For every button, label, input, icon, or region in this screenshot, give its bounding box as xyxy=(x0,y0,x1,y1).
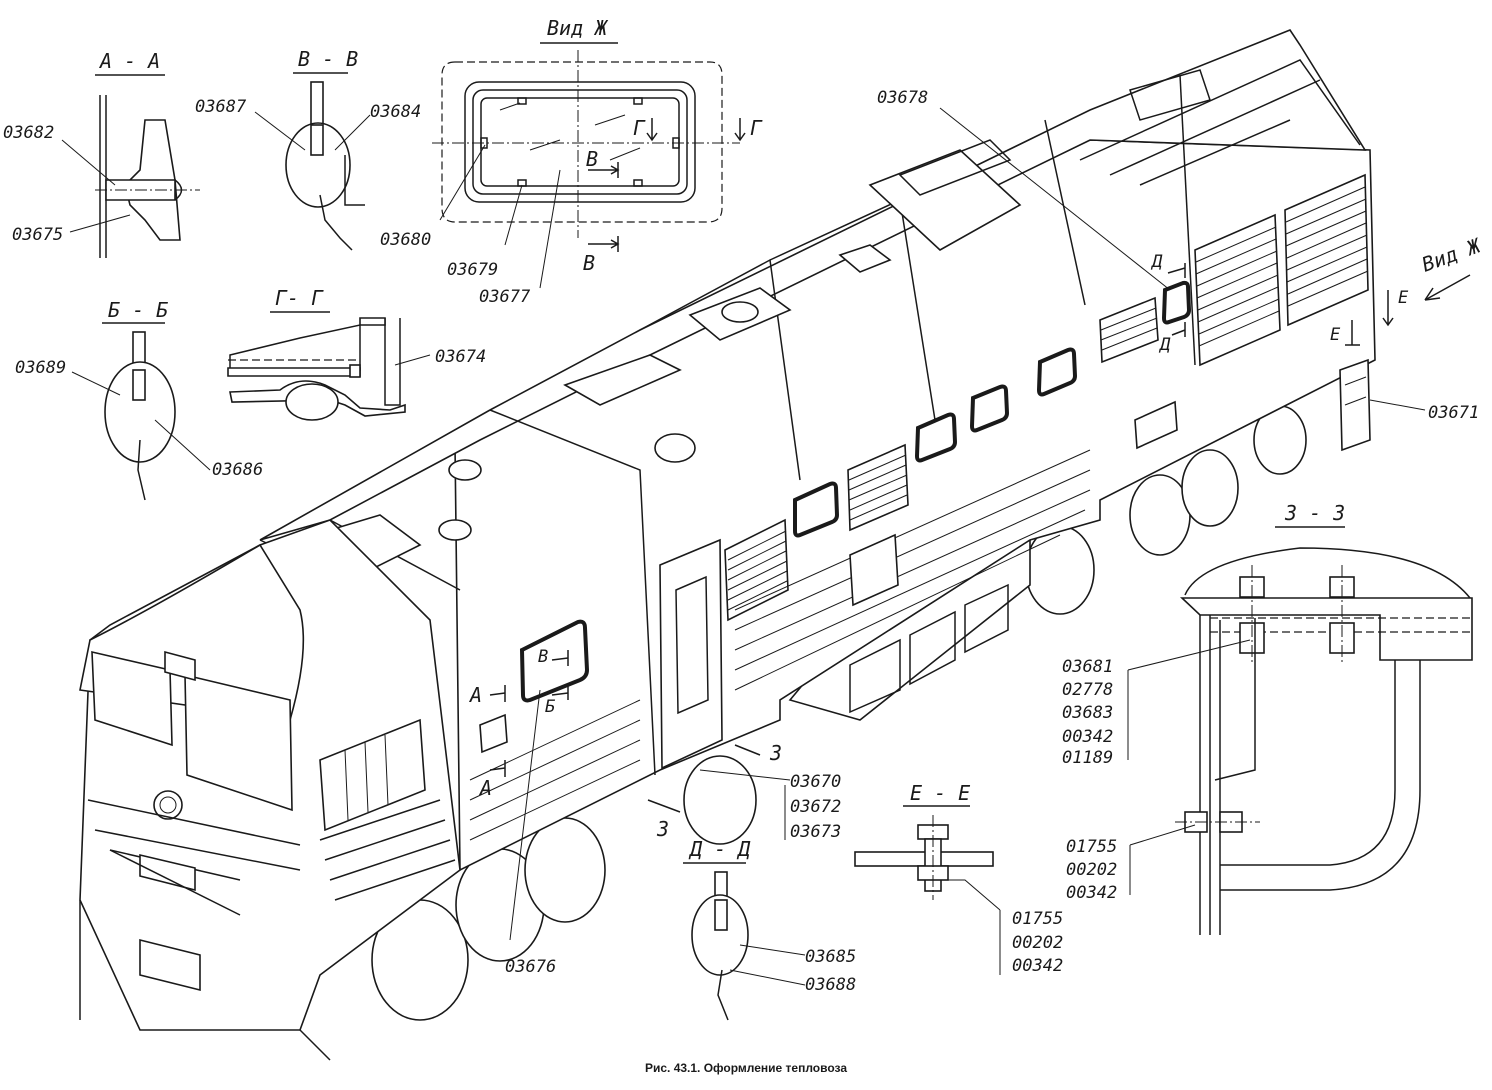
locomotive xyxy=(79,29,1376,1061)
label-03677: 03677 xyxy=(479,287,531,307)
label-zz-b2: 00202 xyxy=(1066,860,1117,880)
label-03671: 03671 xyxy=(1428,403,1479,423)
marker-d-bottom: Д xyxy=(1158,335,1171,355)
label-zz-a5: 01189 xyxy=(1062,748,1113,768)
section-bb-title: Б - Б xyxy=(108,298,168,322)
label-03682: 03682 xyxy=(3,123,54,143)
section-zz: З - З xyxy=(1175,501,1473,935)
label-03680: 03680 xyxy=(380,230,431,250)
view-arrow-label: Вид Ж xyxy=(1419,233,1486,277)
label-ee-3: 00342 xyxy=(1012,956,1063,976)
label-ee-2: 00202 xyxy=(1012,933,1063,953)
label-03679: 03679 xyxy=(447,260,498,280)
label-03670: 03670 xyxy=(790,772,841,792)
side-windows xyxy=(519,280,1192,703)
marker-z-left: З xyxy=(656,817,669,841)
marker-z-right: З xyxy=(769,741,782,765)
label-03686: 03686 xyxy=(212,460,263,480)
section-gg: Г- Г xyxy=(227,286,406,421)
label-zz-a4: 00342 xyxy=(1062,727,1113,747)
leaders xyxy=(61,107,1426,986)
marker-a-top: А xyxy=(468,683,482,707)
section-aa: А - А xyxy=(95,49,200,258)
section-dd-title: Д - Д xyxy=(688,837,751,861)
view-marker-v1: В xyxy=(586,147,598,171)
louvres xyxy=(724,173,1369,622)
bogies xyxy=(371,405,1307,1021)
label-03688: 03688 xyxy=(805,975,856,995)
label-03685: 03685 xyxy=(805,947,856,967)
marker-e: Е xyxy=(1330,325,1341,345)
section-vv: В - В xyxy=(285,47,365,251)
label-zz-a1: 03681 xyxy=(1062,657,1113,677)
view-marker-g2: Г xyxy=(750,116,763,140)
label-03676: 03676 xyxy=(505,957,556,977)
label-zz-b3: 00342 xyxy=(1066,883,1117,903)
view-zh-title: Вид Ж xyxy=(547,16,609,40)
marker-d-top: Д xyxy=(1150,252,1163,272)
label-03673: 03673 xyxy=(790,822,841,842)
section-ee: Е - Е xyxy=(854,781,994,900)
label-03687: 03687 xyxy=(195,97,247,117)
label-zz-b1: 01755 xyxy=(1066,837,1117,857)
label-ee-1: 01755 xyxy=(1012,909,1063,929)
view-marker-v2: В xyxy=(583,251,595,275)
label-03674: 03674 xyxy=(435,347,486,367)
section-vv-title: В - В xyxy=(298,47,358,71)
section-aa-title: А - А xyxy=(98,49,160,73)
marker-a-bottom: А xyxy=(478,776,492,800)
view-marker-g1: Г xyxy=(633,116,646,140)
rear-step xyxy=(1339,358,1371,452)
label-03689: 03689 xyxy=(15,358,66,378)
view-zh: Вид Ж Г Г В В xyxy=(432,16,763,275)
figure-caption: Рис. 43.1. Оформление тепловоза xyxy=(645,1061,847,1075)
label-03678: 03678 xyxy=(877,88,928,108)
section-dd: Д - Д xyxy=(683,837,751,1021)
marker-e-right: Е xyxy=(1398,288,1409,308)
label-03675: 03675 xyxy=(12,225,63,245)
label-zz-a3: 03683 xyxy=(1062,703,1113,723)
label-03684: 03684 xyxy=(370,102,421,122)
marker-v: В xyxy=(538,647,548,667)
section-bb: Б - Б xyxy=(102,298,176,501)
label-03672: 03672 xyxy=(790,797,841,817)
part-labels: 03682 03675 03687 03684 03680 03679 0367… xyxy=(3,88,1479,995)
label-zz-a2: 02778 xyxy=(1062,680,1113,700)
marker-b: Б xyxy=(545,697,556,717)
cab xyxy=(79,519,461,1061)
section-zz-title: З - З xyxy=(1284,501,1345,525)
section-ee-title: Е - Е xyxy=(910,781,970,805)
section-gg-title: Г- Г xyxy=(275,286,324,310)
